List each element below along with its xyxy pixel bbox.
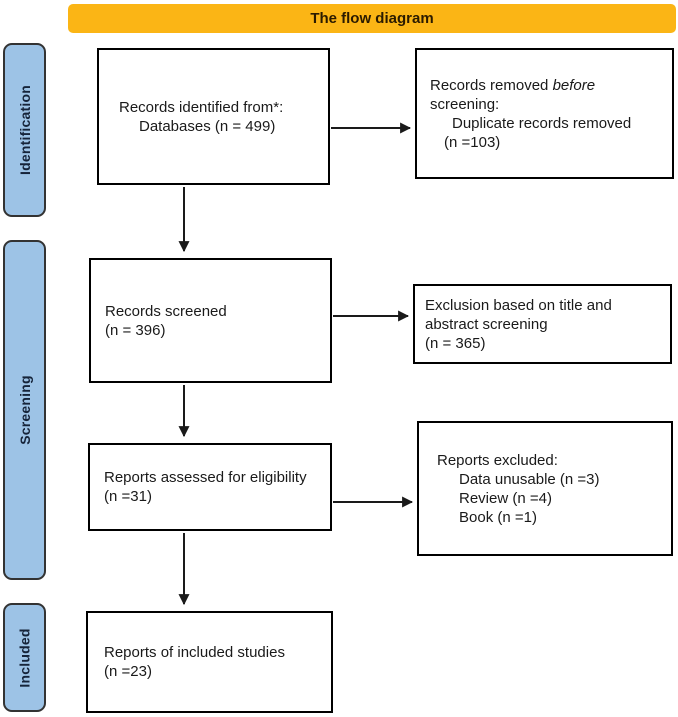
diagram-title-bar: The flow diagram xyxy=(68,4,676,33)
diagram-title: The flow diagram xyxy=(310,10,434,27)
records-removed-line3: Duplicate records removed xyxy=(452,114,632,132)
records-screened-line2: (n = 396) xyxy=(105,321,166,339)
records-identified-line2: Databases (n = 499) xyxy=(139,117,276,135)
box-records-screened: Records screened (n = 396) xyxy=(89,258,332,383)
box-records-identified: Records identified from*: Databases (n =… xyxy=(97,48,330,185)
reports-excluded-line3: Review (n =4) xyxy=(459,489,552,507)
reports-excluded-line4: Book (n =1) xyxy=(459,508,537,526)
box-reports-included: Reports of included studies (n =23) xyxy=(86,611,333,713)
reports-included-line2: (n =23) xyxy=(104,663,152,680)
stage-label-identification: Identification xyxy=(3,43,46,217)
records-removed-line1-italic: before xyxy=(552,76,596,94)
exclusion-line2: abstract screening xyxy=(425,315,548,333)
records-identified-line1: Records identified from*: xyxy=(119,98,284,116)
reports-excluded-line2: Data unusable (n =3) xyxy=(459,470,600,488)
records-removed-line4: (n =103) xyxy=(444,133,501,151)
box-records-removed: Records removed before screening: Duplic… xyxy=(415,48,674,179)
stage-label-identification-text: Identification xyxy=(16,85,33,175)
reports-assessed-line1: Reports assessed for eligibility xyxy=(104,469,307,486)
stage-label-screening-text: Screening xyxy=(16,375,33,445)
box-exclusion-title-abstract: Exclusion based on title and abstract sc… xyxy=(413,284,672,364)
stage-label-included: Included xyxy=(3,603,46,712)
records-removed-line1-prefix: Records removed xyxy=(430,76,553,94)
reports-assessed-line2: (n =31) xyxy=(104,488,152,505)
records-removed-line1: Records removed before xyxy=(430,76,672,95)
reports-included-line1: Reports of included studies xyxy=(104,644,285,661)
exclusion-line3: (n = 365) xyxy=(425,334,486,352)
records-removed-line2: screening: xyxy=(430,95,500,113)
stage-label-screening: Screening xyxy=(3,240,46,580)
box-reports-excluded: Reports excluded: Data unusable (n =3) R… xyxy=(417,421,673,556)
stage-label-included-text: Included xyxy=(16,627,33,688)
records-screened-line1: Records screened xyxy=(105,302,227,320)
reports-excluded-line1: Reports excluded: xyxy=(437,451,558,469)
exclusion-line1: Exclusion based on title and xyxy=(425,296,612,314)
box-reports-assessed: Reports assessed for eligibility (n =31) xyxy=(88,443,332,531)
